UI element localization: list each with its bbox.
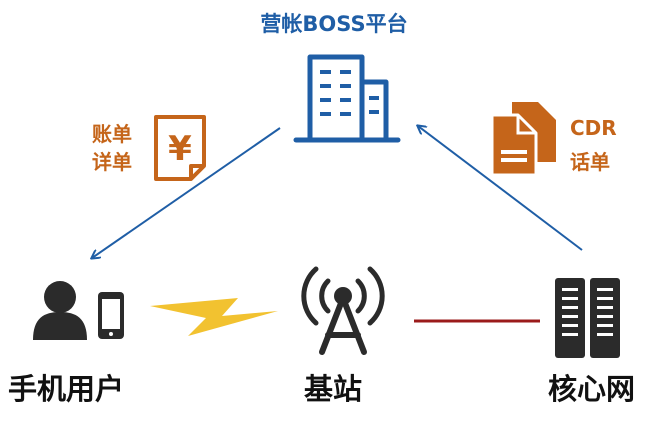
bill-document-icon: ¥ [154,115,206,181]
bill-label-line1: 账单 [92,122,132,146]
server-icon [555,278,620,358]
building-icon [293,54,401,143]
phone-icon [98,292,124,339]
files-icon [490,102,556,177]
bill-label-line2: 详单 [92,150,132,174]
user-icon [33,281,87,340]
node-label-core: 核心网 [548,372,636,406]
antenna-tower-icon [301,266,385,355]
cdr-label-line1: CDR [570,116,617,140]
node-label-user: 手机用户 [8,372,125,406]
lightning-icon [150,298,278,336]
arrow-core-to-boss [418,126,583,251]
cdr-label-line2: 话单 [570,150,610,174]
arrow-boss-to-user [92,127,281,258]
yen-symbol: ¥ [168,129,192,169]
platform-title: 营帐BOSS平台 [260,12,408,36]
node-label-base-station: 基站 [304,372,363,406]
